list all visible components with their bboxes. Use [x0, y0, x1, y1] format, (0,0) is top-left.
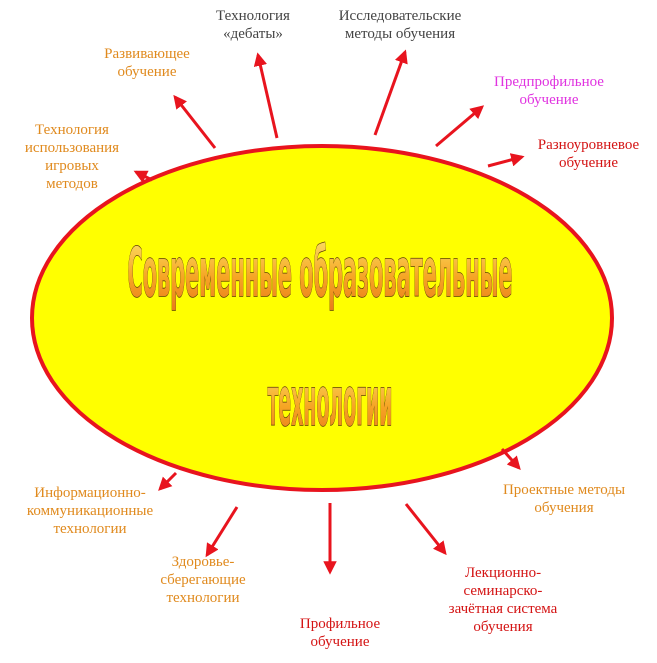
- label-profile: Профильное обучение: [299, 616, 381, 650]
- arrow-debates: [253, 52, 279, 139]
- center-title-line2: технологии: [268, 363, 393, 442]
- arrow-lecture: [404, 503, 447, 556]
- arrow-health: [205, 506, 239, 558]
- arrow-research: [373, 49, 408, 136]
- arrow-preprofile: [435, 105, 485, 148]
- label-multilevel: Разноуровневое обучение: [537, 137, 640, 171]
- label-developing: Развивающее обучение: [104, 46, 190, 80]
- arrow-games: [133, 170, 153, 183]
- arrow-ict: [158, 471, 178, 491]
- arrow-developing: [173, 94, 217, 149]
- label-games: Технология использования игровых методов: [24, 122, 120, 192]
- center-title-line1: Современные образовательные: [128, 234, 513, 313]
- center-ellipse: [30, 144, 614, 492]
- label-health: Здоровье- сберегающие технологии: [160, 554, 246, 606]
- label-debates: Технология «дебаты»: [216, 8, 290, 42]
- label-projects: Проектные методы обучения: [502, 482, 626, 516]
- label-lecture: Лекционно- семинарско- зачётная система …: [448, 565, 558, 635]
- label-research: Исследовательские методы обучения: [338, 8, 462, 42]
- label-preprofile: Предпрофильное обучение: [494, 74, 604, 108]
- arrow-projects: [500, 447, 521, 471]
- label-ict: Информационно- коммуникационные технолог…: [26, 485, 154, 537]
- arrow-multilevel: [487, 153, 525, 168]
